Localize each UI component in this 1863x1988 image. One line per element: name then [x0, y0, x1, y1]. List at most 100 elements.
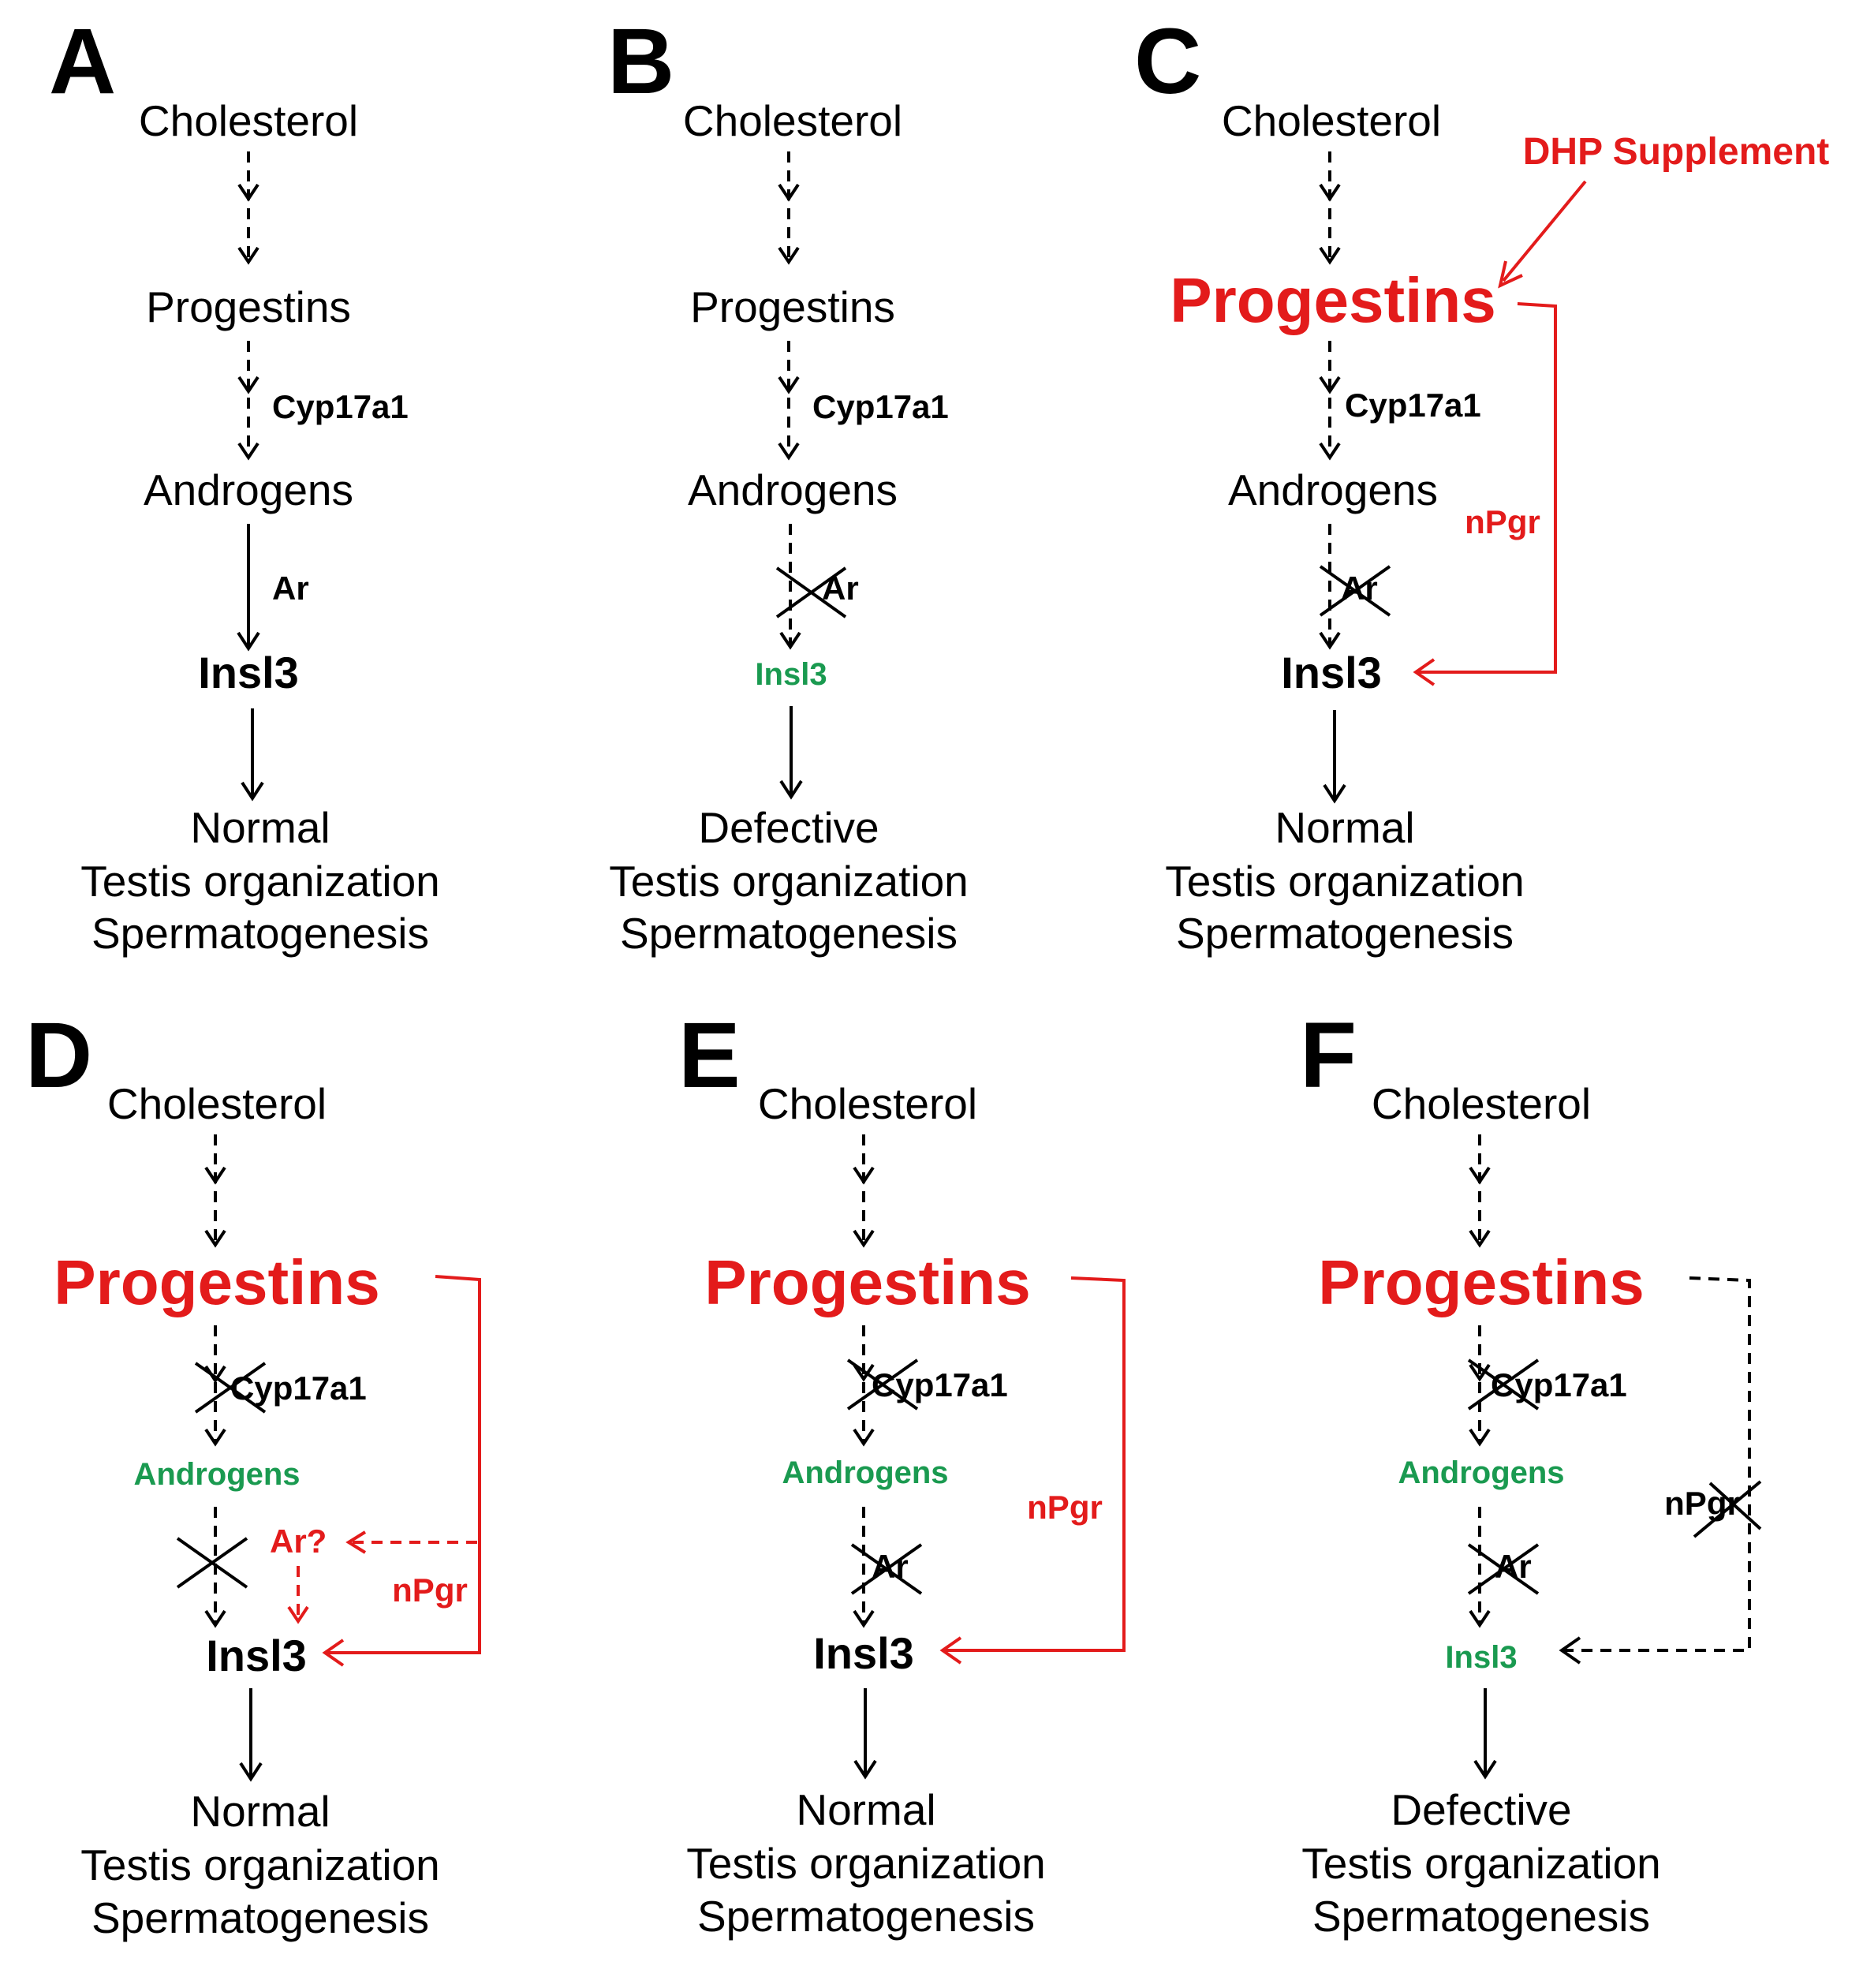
arrow-head — [779, 631, 801, 650]
arrow-head — [1498, 260, 1523, 289]
x-stroke — [775, 566, 847, 618]
progestins-label: Progestins — [704, 1247, 1030, 1317]
panel-letter-d: D — [25, 1003, 92, 1108]
arrow-head — [345, 1530, 367, 1554]
androgens-label: Androgens — [144, 465, 353, 514]
panel-e: E Cholesterol Progestins Cyp17a1 Androge… — [678, 1003, 1126, 1941]
progestins-label: Progestins — [690, 282, 895, 331]
insl3-label: Insl3 — [813, 1628, 914, 1678]
ar-label: Ar — [272, 570, 309, 607]
arrow-head — [204, 1166, 226, 1185]
arrow-head — [1473, 1759, 1497, 1780]
panel-letter-f: F — [1300, 1003, 1357, 1108]
panel-letter-a: A — [49, 9, 116, 114]
arrow-head — [1319, 442, 1341, 461]
arrow-head — [204, 1609, 226, 1628]
insl3-label: Insl3 — [206, 1631, 307, 1680]
cyp17a1-blocked-x — [194, 1362, 267, 1414]
arrow-head — [1323, 783, 1346, 804]
ar-blocked-x — [176, 1537, 248, 1589]
cyp17a1-blocked-x — [1467, 1358, 1540, 1411]
arrow-head — [237, 183, 259, 202]
cholesterol-label: Cholesterol — [1222, 96, 1441, 145]
cyp17a1-label: Cyp17a1 — [1345, 387, 1481, 424]
arrow-head — [853, 1759, 877, 1780]
x-stroke — [846, 1358, 919, 1411]
progestins-label: Progestins — [146, 282, 351, 331]
arrow-head — [1469, 1166, 1491, 1185]
arrow-head — [778, 376, 800, 394]
dhp-supplement-label: DHP Supplement — [1523, 131, 1830, 173]
x-stroke — [176, 1537, 248, 1589]
outcome-testis: Testis organization — [80, 1840, 440, 1889]
androgens-label: Androgens — [1228, 465, 1438, 514]
outcome-spermatogenesis: Spermatogenesis — [1176, 909, 1514, 958]
x-stroke — [1693, 1480, 1762, 1538]
progestins-label: Progestins — [54, 1247, 379, 1317]
androgens-label: Androgens — [782, 1456, 948, 1490]
arrow-head — [322, 1639, 345, 1667]
x-stroke — [1467, 1543, 1540, 1595]
androgens-label: Androgens — [688, 465, 898, 514]
ar-blocked-x — [775, 566, 847, 618]
arrow-head — [237, 631, 260, 652]
arrow-head — [1469, 1609, 1491, 1628]
cyp17a1-label: Cyp17a1 — [272, 388, 409, 425]
cholesterol-label: Cholesterol — [1372, 1079, 1591, 1128]
cyp17a1-label: Cyp17a1 — [872, 1366, 1008, 1403]
panel-d: D Cholesterol Progestins Cyp17a1 Androge… — [25, 1003, 481, 1942]
cholesterol-label: Cholesterol — [683, 96, 902, 145]
npgr-pathway-line — [325, 1275, 481, 1654]
npgr-label: nPgr — [1465, 503, 1540, 540]
x-stroke — [194, 1362, 267, 1414]
panel-b: B Cholesterol Progestins Cyp17a1 Androge… — [607, 9, 969, 958]
arrow-head — [1319, 631, 1341, 650]
panel-letter-c: C — [1134, 9, 1201, 114]
arrow-head — [1469, 1229, 1491, 1248]
arrow-head — [1469, 1428, 1491, 1447]
panel-letter-e: E — [678, 1003, 741, 1108]
x-stroke — [1708, 1482, 1762, 1530]
outcome-testis: Testis organization — [1301, 1839, 1661, 1888]
arrow-head — [778, 183, 800, 202]
arrow-head — [204, 1229, 226, 1248]
npgr-label: nPgr — [392, 1571, 468, 1609]
cyp17a1-label: Cyp17a1 — [1491, 1366, 1627, 1403]
x-stroke — [1467, 1358, 1540, 1411]
arrow-head — [853, 1428, 875, 1447]
arrow-head — [853, 1229, 875, 1248]
npgr-label: nPgr — [1027, 1489, 1103, 1526]
outcome-label: Normal — [190, 803, 330, 852]
ar-blocked-x — [850, 1543, 923, 1595]
cholesterol-label: Cholesterol — [107, 1079, 327, 1128]
outcome-label: Normal — [190, 1787, 330, 1836]
cyp17a1-label: Cyp17a1 — [812, 388, 949, 425]
arrow-head — [778, 442, 800, 461]
npgr-pathway-line — [1416, 302, 1557, 674]
arrow-head — [287, 1605, 309, 1624]
outcome-spermatogenesis: Spermatogenesis — [1312, 1892, 1650, 1941]
arrow-head — [237, 376, 259, 394]
arrow-head — [1319, 183, 1341, 202]
insl3-label: Insl3 — [1281, 648, 1382, 697]
npgr-label: nPgr — [1664, 1485, 1740, 1522]
outcome-label: Normal — [1275, 803, 1414, 852]
x-stroke — [1319, 565, 1391, 617]
arrow-head — [853, 1166, 875, 1185]
panel-f: F Cholesterol Progestins Cyp17a1 Androge… — [1300, 1003, 1762, 1941]
cyp17a1-blocked-x — [846, 1358, 919, 1411]
arrow-head — [853, 1363, 875, 1382]
panel-a: A Cholesterol Progestins Cyp17a1 Androge… — [49, 9, 440, 958]
outcome-label: Defective — [1391, 1785, 1571, 1834]
ar-blocked-x — [1467, 1543, 1540, 1595]
arrow-head — [939, 1636, 962, 1665]
x-stroke — [850, 1543, 923, 1595]
androgens-label: Androgens — [133, 1457, 300, 1492]
androgens-label: Androgens — [1398, 1456, 1564, 1490]
insl3-label: Insl3 — [198, 648, 299, 697]
outcome-label: Normal — [796, 1785, 935, 1834]
outcome-spermatogenesis: Spermatogenesis — [697, 1892, 1035, 1941]
outcome-testis: Testis organization — [686, 1839, 1046, 1888]
outcome-label: Defective — [698, 803, 879, 852]
